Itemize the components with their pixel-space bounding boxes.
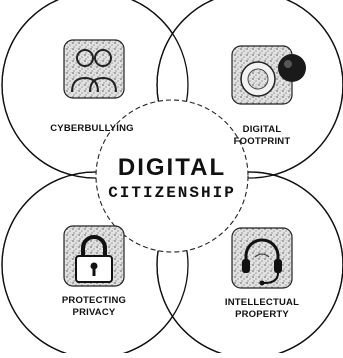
label-digital-footprint-line2: FOOTPRINT bbox=[234, 136, 291, 147]
center-title: DIGITAL bbox=[117, 154, 227, 181]
headset-icon bbox=[231, 227, 293, 289]
label-protecting-privacy-line1: PROTECTING bbox=[62, 295, 126, 306]
center-subtitle: CITIZENSHIP bbox=[108, 184, 236, 202]
people-icon bbox=[63, 39, 125, 99]
label-intellectual-property-line1: INTELLECTUAL bbox=[225, 297, 299, 308]
footprint-icon bbox=[231, 45, 306, 105]
label-protecting-privacy-line2: PRIVACY bbox=[73, 307, 116, 318]
label-intellectual-property-line2: PROPERTY bbox=[235, 309, 289, 320]
label-cyberbullying: CYBERBULLYING bbox=[50, 123, 134, 134]
label-digital-footprint-line1: DIGITAL bbox=[243, 124, 282, 135]
padlock-icon bbox=[63, 225, 125, 287]
center-dashed-circle bbox=[95, 99, 249, 253]
